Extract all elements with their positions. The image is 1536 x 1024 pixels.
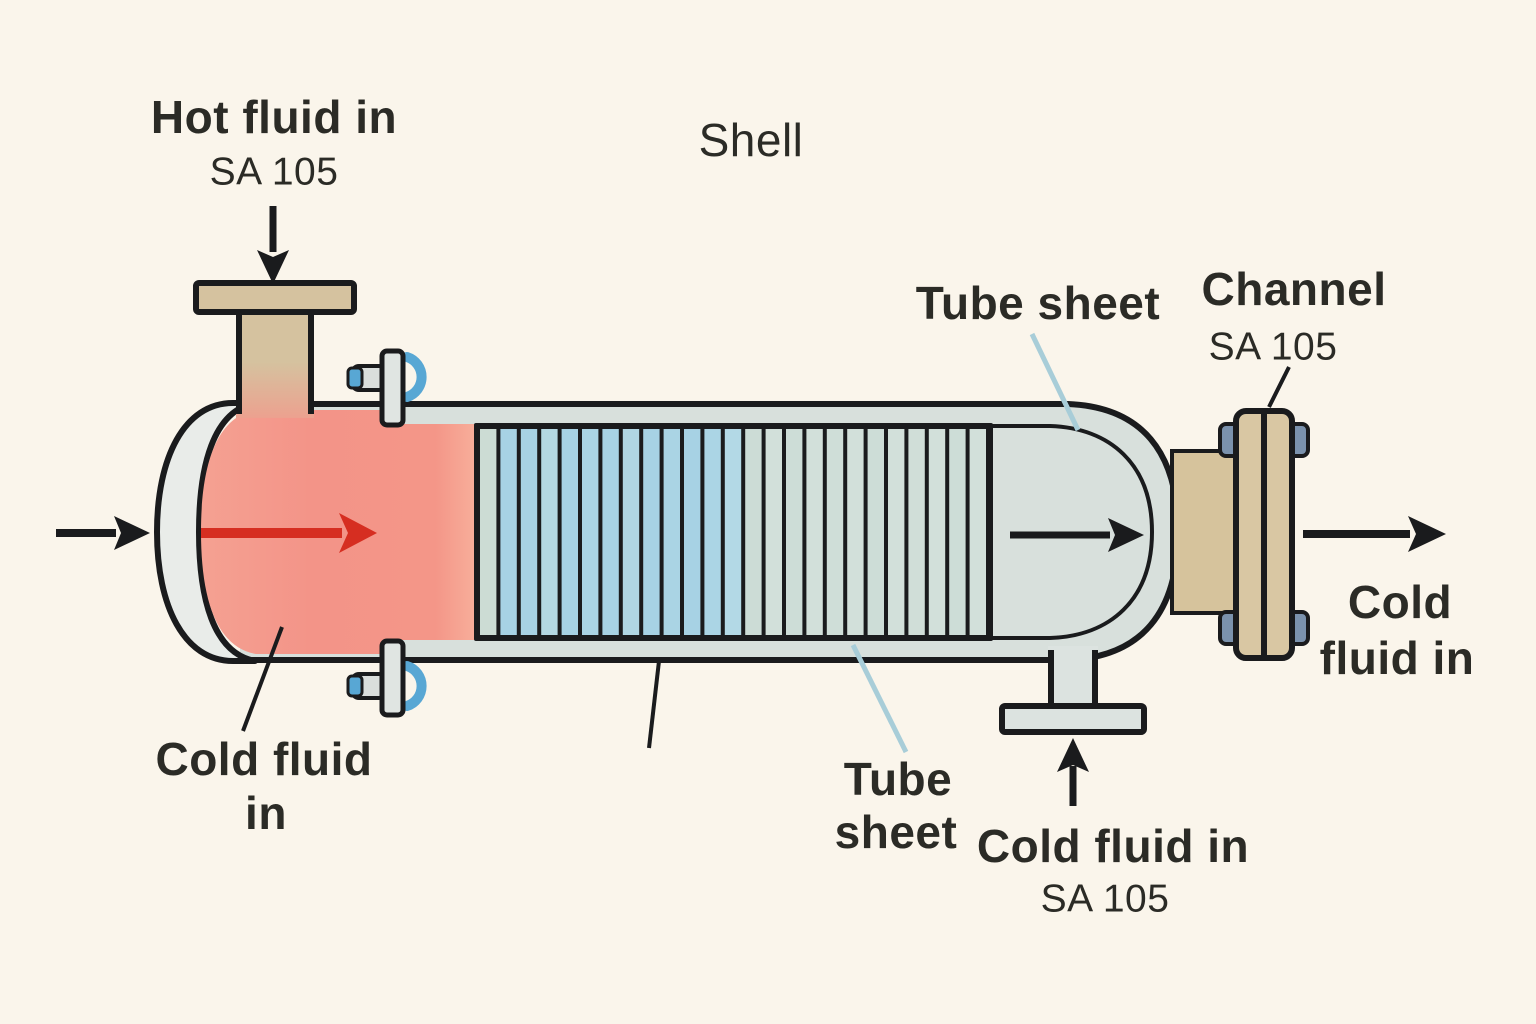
tube-slat [561,429,578,635]
tube-slat [949,429,966,635]
channel-barrel [1170,449,1244,615]
tube-slat [867,429,884,635]
tube-slat [541,429,558,635]
tube-slat [847,429,864,635]
girth-flange-clamp-bottom [402,661,427,711]
tube-slats [480,429,986,635]
label-tube-sheet-top: Tube sheet [915,277,1161,329]
tube-slat [908,429,925,635]
flow-arrow-hot-inside [201,513,377,553]
leader-cold-fluid-left [241,626,284,732]
label-cold-fluid-left-line2: in [245,787,287,839]
label-cold-fluid-bottom-spec: SA 105 [1040,877,1170,921]
inlet-nozzle [236,306,314,418]
label-cold-fluid-bottom: Cold fluid in [976,820,1250,872]
label-tube-sheet-bottom-line1: Tube [843,753,953,805]
leader-tube-sheet-bottom [850,643,909,754]
tube-slat [622,429,640,635]
label-cold-fluid-out-line1: Cold [1347,576,1453,628]
label-cold-fluid-left-line1: Cold fluid [155,733,373,785]
tube-slat [643,429,660,635]
tube-slat [704,429,721,635]
tube-slat [724,429,742,635]
label-hot-fluid-in: Hot fluid in [150,91,398,143]
flow-arrow-shell-out [1010,518,1144,552]
label-cold-fluid-out-line2: fluid in [1319,632,1475,684]
girth-flange-plate-top [379,348,406,428]
leader-shell-bottom [647,660,661,749]
flow-arrow-hot-down [257,206,289,284]
tube-slat [480,429,497,635]
girth-flange-bolt-cap-top [346,366,364,390]
flow-arrow-inlet-left [56,516,150,550]
flow-arrow-cold-in-up [1057,738,1089,806]
girth-flange-clamp-top [402,352,427,402]
tube-slat [745,429,762,635]
tube-slat [765,429,782,635]
outlet-nozzle [1048,646,1098,710]
head-rim [154,400,258,664]
flow-arrow-cold-out-right [1303,516,1446,552]
girth-flange-plate-bottom [379,638,406,718]
label-channel: Channel [1201,263,1387,315]
leader-tube-sheet-top [1029,332,1081,432]
tube-slat [969,429,986,635]
tube-slat [928,429,946,635]
label-channel-spec: SA 105 [1208,325,1338,369]
tube-slat [786,429,803,635]
leader-channel [1267,366,1291,408]
tube-slat [826,429,844,635]
tube-slat [663,429,680,635]
label-tube-sheet-bottom-line2: sheet [834,806,958,858]
girth-flange-bolt-cap-bottom [346,674,364,698]
tube-slat [684,429,701,635]
tube-slat [582,429,599,635]
tube-slat [888,429,905,635]
label-hot-fluid-spec: SA 105 [209,150,339,194]
label-shell: Shell [698,114,804,166]
outlet-nozzle-flange [999,703,1147,735]
inlet-nozzle-flange [193,280,357,315]
tube-slat [500,429,517,635]
tube-slat [520,429,538,635]
tube-slat [806,429,823,635]
tube-slat [602,429,619,635]
